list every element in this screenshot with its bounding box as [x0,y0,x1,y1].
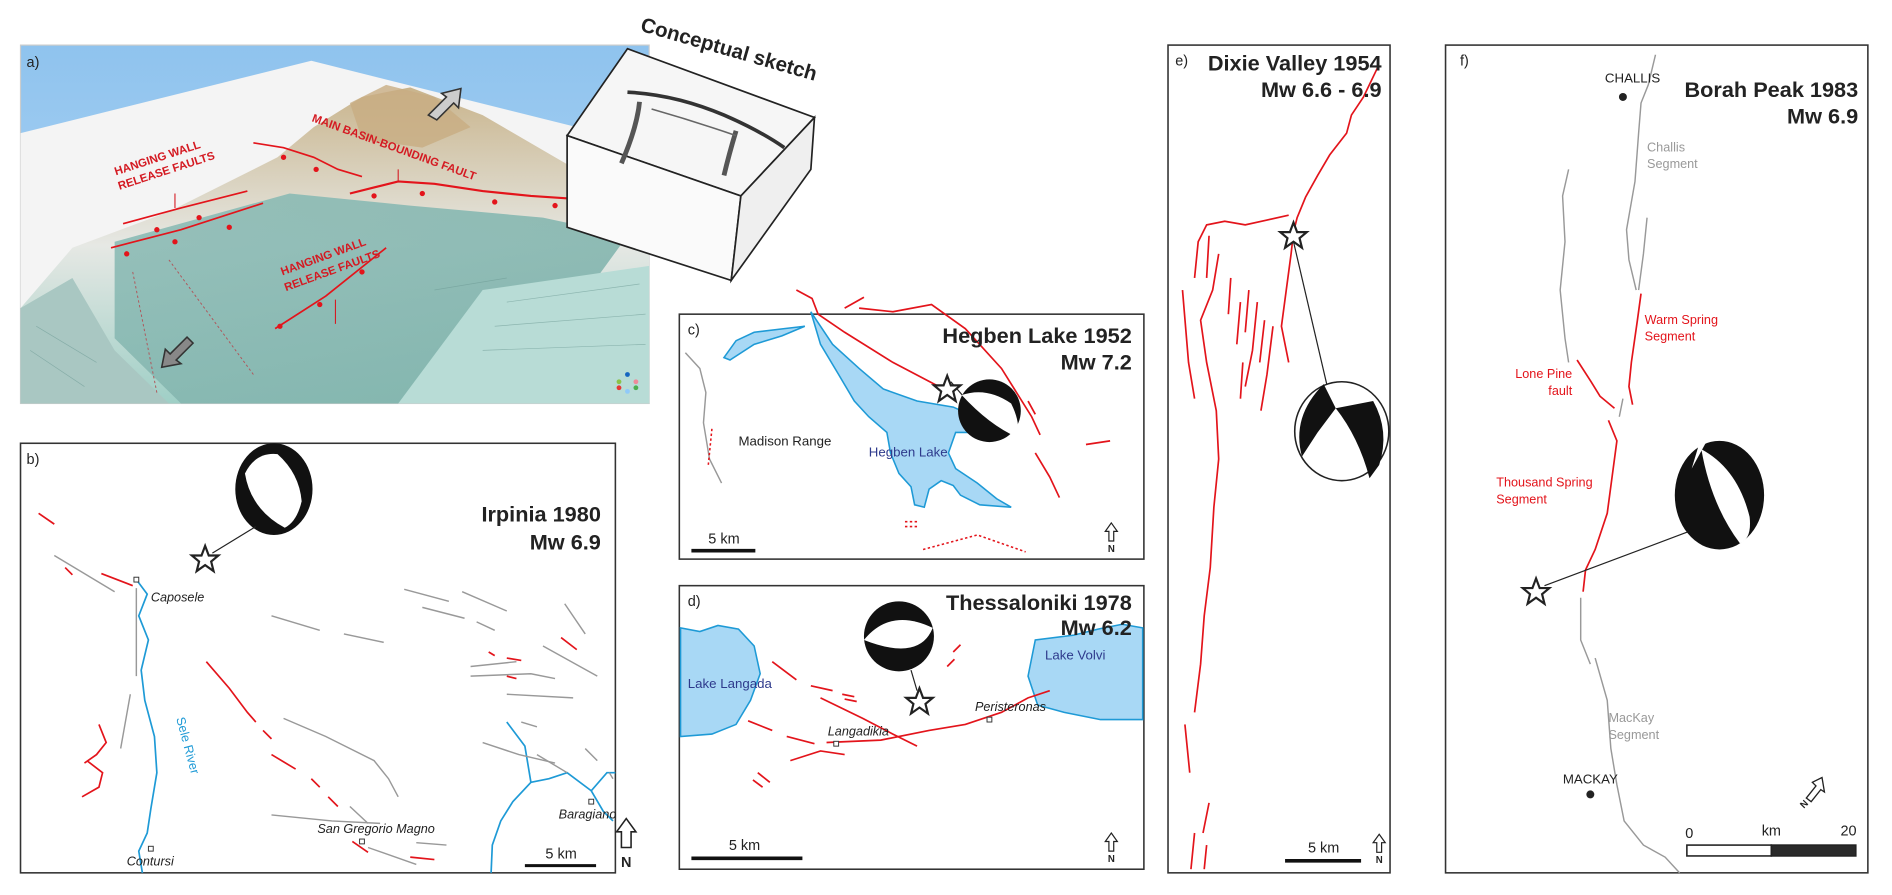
scale-label: 5 km [708,531,739,547]
panel-f-title: Borah Peak 1983 [1684,77,1858,102]
inactive-fault-lines [53,554,614,866]
panel-d-label: d) [688,594,701,610]
extension-arrow-icon [160,335,195,369]
panel-f-label: f) [1460,54,1469,70]
panel-b-title: Irpinia 1980 [481,502,600,527]
panel-c-title: Hegben Lake 1952 [942,323,1131,348]
focal-mechanism-beachball [212,443,313,554]
north-arrow-icon [1104,521,1119,542]
place-caposele: Caposele [151,590,204,604]
segment-label-challis: Challis [1647,140,1685,154]
inactive-fault-lines [1559,54,1681,874]
place-contursi: Contursi [127,855,175,869]
focal-mechanism-beachball [950,379,1021,443]
lake-volvi-water [1027,623,1144,721]
scale-label-end: 20 [1841,823,1857,839]
panel-f-magnitude: Mw 6.9 [1787,104,1858,129]
lake-langada-water [679,624,761,738]
panel-d-magnitude: Mw 6.2 [1061,615,1132,640]
place-peristeronas: Peristeronas [975,700,1047,714]
segment-label-warm-spring: Warm Spring [1645,313,1718,327]
town-markers [133,576,595,852]
lake-water [722,325,806,361]
north-label: N [1376,855,1383,866]
scale-label: 5 km [545,846,576,862]
focal-mechanism-beachball [863,601,934,691]
panel-f-borah-peak-map: f) Borah Peak 1983 Mw 6.9 CHALLIS MACKAY… [1444,44,1869,874]
epicenter-star-icon [1277,219,1310,251]
panel-c-magnitude: Mw 7.2 [1061,350,1132,375]
panel-b-frame [19,442,617,874]
town-label-challis: CHALLIS [1605,70,1660,85]
scale-bar [1686,844,1857,857]
panel-e-title: Dixie Valley 1954 [1208,50,1382,75]
hegben-lake-water [810,311,1012,509]
north-label: N [621,855,631,871]
panel-d-title: Thessaloniki 1978 [946,590,1132,615]
panel-b-magnitude: Mw 6.9 [530,529,601,554]
fault-lines-panel-a [110,141,586,330]
place-langadikia: Langadikia [828,724,889,738]
place-san-gregorio-magno: San Gregorio Magno [317,822,435,836]
extension-arrow-icon [427,87,462,121]
north-label: N [1108,544,1115,555]
scale-label-start: 0 [1685,826,1693,842]
logo-icon [616,372,639,394]
segment-label-warm-spring-2: Segment [1645,330,1696,344]
fault-ball-markers [124,154,558,329]
segment-label-thousand-spring: Thousand Spring [1496,476,1592,490]
panel-c-label: c) [688,323,700,339]
epicenter-star-icon [188,542,222,574]
scale-label: 5 km [1308,840,1339,856]
focal-mechanism-beachball [1292,241,1390,482]
range-label-madison: Madison Range [738,434,831,449]
epicenter-star-icon [930,372,964,404]
panel-f-frame [1444,44,1869,874]
panel-e-magnitude: Mw 6.6 - 6.9 [1261,77,1382,102]
fault-lines-panel-c [795,289,1111,498]
town-label-mackay: MACKAY [1563,772,1618,787]
town-marker-challis [1618,92,1627,101]
segment-label-lone-pine-2: fault [1548,384,1572,398]
place-baragiano: Baragiano [559,808,617,822]
north-arrow-icon [1371,833,1387,853]
segment-label-mackay: MacKay [1608,711,1654,725]
epicenter-star-icon [903,685,936,717]
north-arrow-icon [615,817,638,849]
north-arrow-icon [1104,831,1119,852]
scale-label-unit: km [1762,823,1781,839]
lake-label-hegben: Hegben Lake [869,445,948,460]
scale-label: 5 km [729,838,760,854]
panel-a-label: a) [27,55,40,71]
segment-label-thousand-spring-2: Segment [1496,493,1547,507]
river-lines [135,579,616,873]
panel-e-dixie-valley-map: e) Dixie Valley 1954 Mw 6.6 - 6.9 5 km N [1167,44,1391,874]
focal-mechanism-beachball [1544,440,1765,587]
panel-b-irpinia-map: b) Irpinia 1980 Mw 6.9 [19,442,638,874]
fault-lines-panel-d [747,644,1051,788]
segment-label-mackay-2: Segment [1608,728,1659,742]
panel-b-label: b) [27,452,40,468]
active-fault-lines [38,512,578,861]
lake-label-langada: Lake Langada [688,676,773,691]
panel-d-thessaloniki-map: d) Thessaloniki 1978 Mw 6.2 Lake Langada… [678,584,1145,871]
panel-e-label: e) [1175,54,1188,70]
segment-label-challis-2: Segment [1647,157,1698,171]
panel-c-hegben-lake-map: c) Hegben Lake 1952 Mw 7.2 Hegben Lake M… [678,289,1145,560]
north-arrow-icon [1805,776,1826,803]
epicenter-star-icon [1519,575,1553,607]
north-label: N [1108,854,1115,865]
fault-lines-panel-e [1181,66,1379,870]
panel-a-3d-terrain: HANGING WALL RELEASE FAULTS MAIN BASIN-B… [19,44,650,405]
lake-label-volvi: Lake Volvi [1045,647,1106,662]
town-marker-mackay [1586,790,1595,799]
segment-label-lone-pine: Lone Pine [1515,367,1572,381]
